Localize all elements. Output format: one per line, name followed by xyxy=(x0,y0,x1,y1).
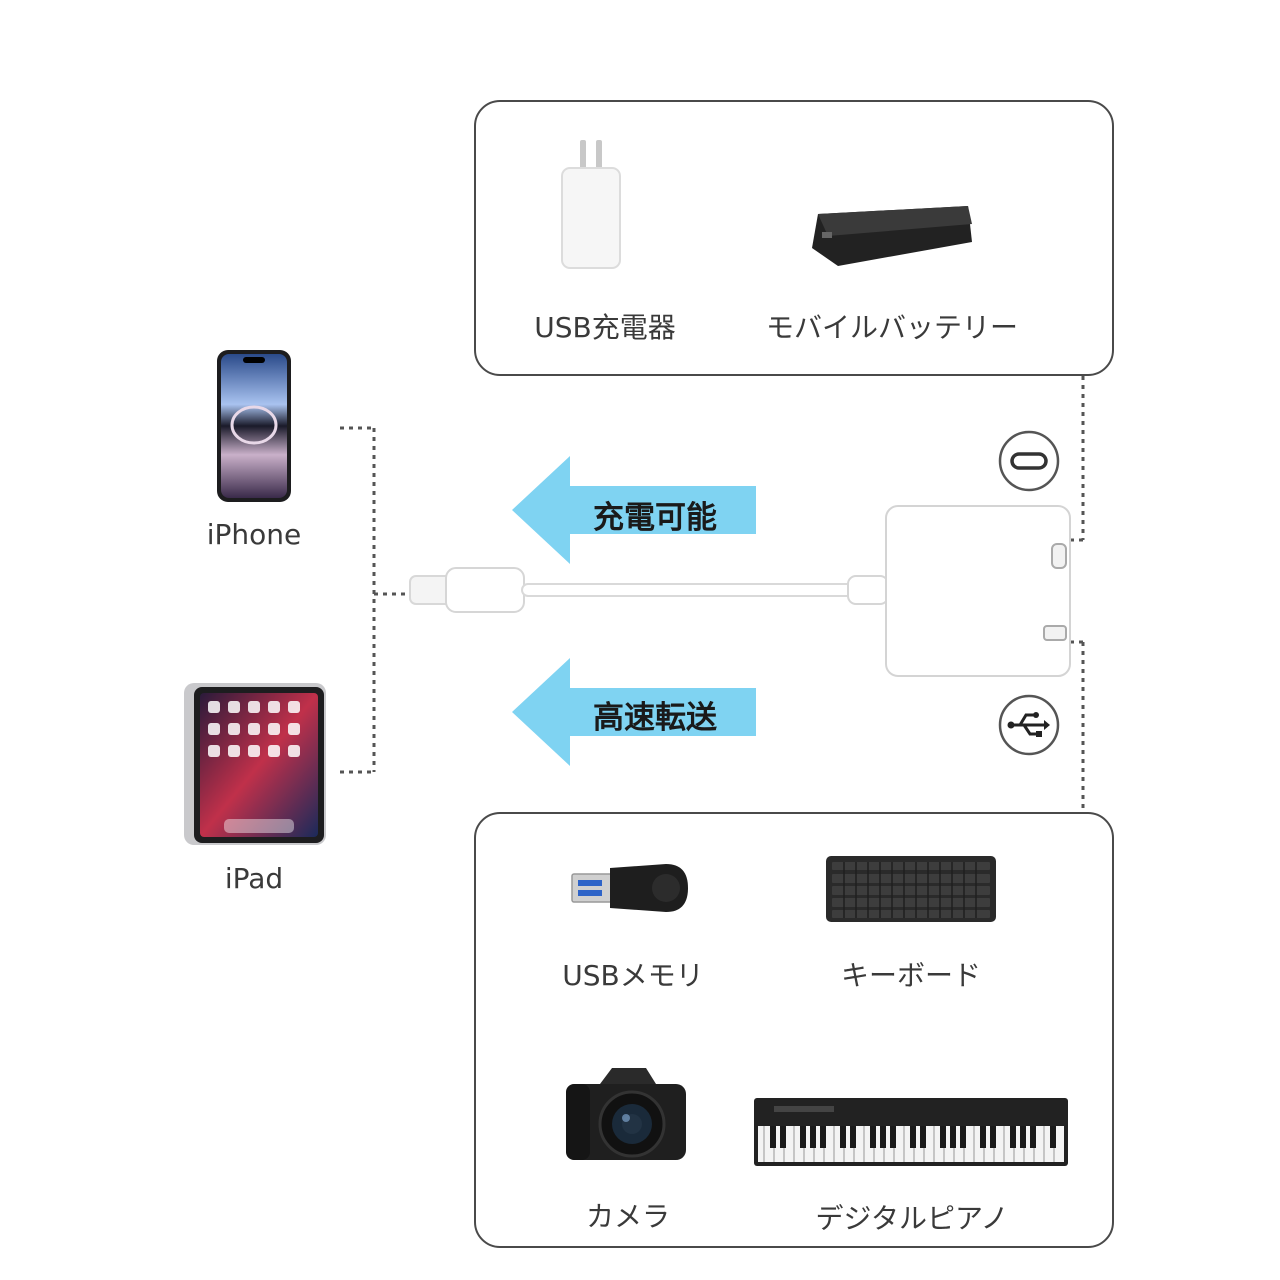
camera-label: カメラ xyxy=(585,1200,670,1233)
charging-label: 充電可能 xyxy=(593,500,717,536)
usb-memory-image xyxy=(570,862,690,914)
lightning-adapter-image xyxy=(408,500,1088,680)
usb-charger-label: USB充電器 xyxy=(534,311,676,344)
iphone-image xyxy=(216,349,292,503)
digital-piano-image xyxy=(754,1096,1068,1168)
keyboard-label: キーボード xyxy=(840,959,981,992)
usb-charger-image xyxy=(560,138,622,270)
ipad-label: iPad xyxy=(224,862,284,895)
ipad-image xyxy=(184,683,326,845)
keyboard-image xyxy=(824,854,998,924)
mobile-battery-label: モバイルバッテリー xyxy=(765,311,1018,344)
usb-memory-label: USBメモリ xyxy=(562,959,704,992)
transfer-arrow xyxy=(512,658,756,766)
iphone-label: iPhone xyxy=(206,518,302,551)
charging-arrow xyxy=(512,456,756,564)
transfer-label: 高速転送 xyxy=(593,700,717,736)
usb-c-port-icon xyxy=(998,430,1060,492)
digital-piano-label: デジタルピアノ xyxy=(815,1202,1009,1235)
mobile-battery-image xyxy=(808,204,974,268)
camera-image xyxy=(562,1064,690,1164)
usb-symbol-icon xyxy=(998,694,1060,756)
